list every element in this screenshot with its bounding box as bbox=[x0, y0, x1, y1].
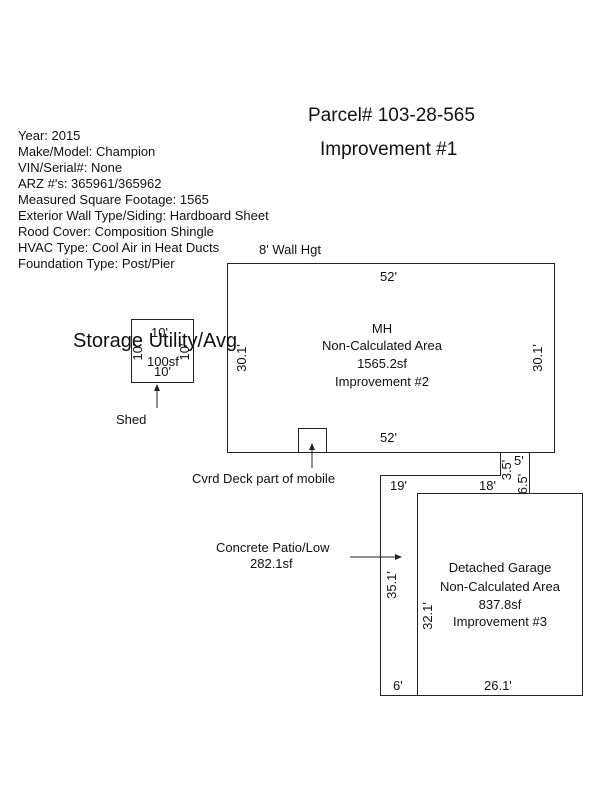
info-roof-cover: Rood Cover: Composition Shingle bbox=[18, 224, 214, 239]
mh-area-type: Non-Calculated Area bbox=[322, 338, 442, 353]
patio-left-dimension: 35.1' bbox=[384, 571, 399, 599]
garage-area-type: Non-Calculated Area bbox=[440, 579, 560, 594]
garage-left-dimension: 32.1' bbox=[420, 602, 435, 630]
patio-bottom-dimension: 6' bbox=[393, 678, 403, 693]
shed-bottom-dimension: 10' bbox=[154, 364, 171, 379]
patio-callout-type: Concrete Patio/Low bbox=[216, 540, 330, 555]
connector-dim-b: 5' bbox=[514, 453, 524, 468]
garage-improvement: Improvement #3 bbox=[453, 614, 547, 629]
garage-outline bbox=[417, 493, 583, 696]
deck-callout-arrowhead bbox=[309, 443, 315, 450]
shed-area: 100sf bbox=[147, 354, 179, 369]
patio-top-dimension: 19' bbox=[390, 478, 407, 493]
connector-dim-a: 3.5' bbox=[499, 459, 514, 481]
mh-label: MH bbox=[371, 321, 393, 336]
info-year: Year: 2015 bbox=[18, 128, 81, 143]
wall-height-label: 8' Wall Hgt bbox=[259, 242, 321, 257]
info-arz: ARZ #'s: 365961/365962 bbox=[18, 176, 162, 191]
garage-label: Detached Garage bbox=[448, 560, 552, 575]
mh-improvement: Improvement #2 bbox=[335, 374, 429, 389]
connector-dim-c: 6.5' bbox=[515, 473, 530, 495]
shed-top-dimension: 10' bbox=[151, 325, 168, 340]
info-make-model: Make/Model: Champion bbox=[18, 144, 156, 159]
info-vin: VIN/Serial#: None bbox=[18, 160, 123, 175]
improvement-title: Improvement #1 bbox=[320, 139, 458, 160]
garage-bottom-dimension: 26.1' bbox=[484, 678, 512, 693]
mh-bottom-dimension: 52' bbox=[380, 430, 397, 445]
deck-callout: Cvrd Deck part of mobile bbox=[192, 471, 336, 486]
mh-top-dimension: 52' bbox=[380, 269, 397, 284]
patio-callout-area: 282.1sf bbox=[250, 556, 293, 571]
patio-outline bbox=[380, 452, 501, 696]
shed-callout: Shed bbox=[116, 412, 147, 427]
shed-callout-arrowhead bbox=[154, 384, 160, 391]
patio-top-right-dimension: 18' bbox=[479, 478, 496, 493]
mh-outline bbox=[227, 263, 555, 453]
property-info: Year: 2015 Make/Model: Champion VIN/Seri… bbox=[18, 128, 269, 272]
info-hvac: HVAC Type: Cool Air in Heat Ducts bbox=[18, 240, 220, 255]
mh-area: 1565.2sf bbox=[357, 356, 407, 371]
shed-title: Storage Utility/Avg bbox=[73, 330, 238, 352]
shed-outline bbox=[131, 319, 194, 383]
info-foundation: Foundation Type: Post/Pier bbox=[18, 256, 175, 271]
parcel-number: Parcel# 103-28-565 bbox=[308, 105, 475, 126]
info-square-footage: Measured Square Footage: 1565 bbox=[18, 192, 209, 207]
garage-area: 837.8sf bbox=[478, 597, 522, 612]
info-exterior-wall: Exterior Wall Type/Siding: Hardboard She… bbox=[18, 208, 269, 223]
patio-callout-arrowhead bbox=[395, 554, 402, 560]
mh-right-dimension: 30.1' bbox=[530, 344, 545, 372]
